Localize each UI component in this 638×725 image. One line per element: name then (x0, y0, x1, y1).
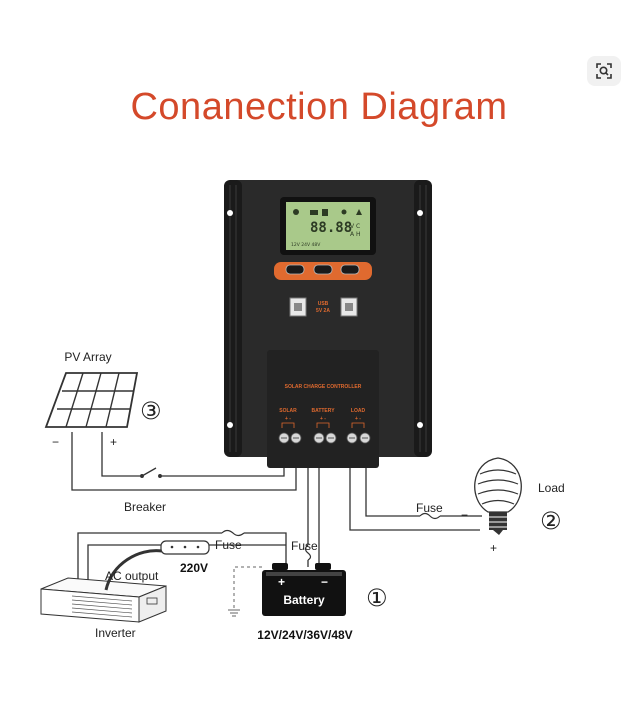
terminal-load-sign: + - (355, 416, 361, 422)
pv-plus-sign: + (110, 435, 117, 449)
fuse-battery-label: Fuse (291, 539, 318, 553)
visual-search-button[interactable] (587, 56, 621, 86)
terminal-battery-sign: + - (320, 416, 326, 422)
mount-hole-tr (417, 210, 423, 216)
battery (262, 563, 346, 616)
inverter-label: Inverter (95, 626, 136, 640)
load-label: Load (538, 481, 565, 495)
pv-array-label: PV Array (64, 350, 111, 364)
pv-minus-sign: − (52, 435, 59, 449)
pv-panel (44, 372, 139, 428)
breaker-label: Breaker (124, 500, 166, 514)
menu-button[interactable] (285, 264, 305, 275)
fuse-inverter-symbol (221, 529, 245, 537)
lcd-units-bottom: A H (350, 231, 361, 238)
ground-symbol (228, 609, 240, 617)
mount-hole-br (417, 422, 423, 428)
pv-number: ③ (140, 397, 162, 425)
lcd-digits: 88.88 (310, 220, 352, 236)
load-bulb (474, 457, 522, 535)
ac-cable (104, 549, 163, 591)
usb-label: USB (318, 301, 329, 307)
fuse-battery-symbol (304, 544, 312, 561)
inverter-box (40, 577, 167, 623)
load-minus-sign: − (461, 508, 468, 522)
up-button[interactable] (313, 264, 333, 275)
terminal-load-label: LOAD (351, 408, 366, 414)
ac-output-label: AC output (105, 569, 159, 583)
battery-plus-sign: + (278, 575, 285, 589)
lcd-voltages: 12V 24V 48V (291, 242, 321, 248)
battery-minus-sign: − (321, 575, 328, 589)
fuse-load-symbol (419, 512, 441, 520)
load-plus-sign: + (490, 541, 497, 555)
usb-rating: 5V 2A (316, 308, 330, 314)
charge-controller: 88.88 V C A H 12V 24V 48V USB 5V 2A SOLA… (224, 180, 432, 468)
terminal-solar-label: SOLAR (279, 408, 297, 414)
breaker-switch (140, 467, 162, 478)
terminal-battery-label: BATTERY (311, 408, 335, 414)
terminal-solar-sign: + - (285, 416, 291, 422)
down-button[interactable] (340, 264, 360, 275)
lcd-icons (293, 209, 362, 216)
page-title: Conanection Diagram (130, 86, 508, 128)
mount-hole-bl (227, 422, 233, 428)
battery-voltages: 12V/24V/36V/48V (257, 628, 352, 642)
controller-heatsink-right (414, 180, 432, 457)
lcd-units-top: V C (350, 223, 360, 230)
power-strip (160, 540, 210, 555)
controller-heatsink-left (224, 180, 242, 457)
ground-wire (233, 566, 262, 610)
battery-label: Battery (283, 593, 325, 607)
fuse-load-label: Fuse (416, 501, 443, 515)
battery-number: ① (366, 584, 388, 612)
v220-label: 220V (180, 561, 208, 575)
load-number: ② (540, 507, 562, 535)
panel-title: SOLAR CHARGE CONTROLLER (285, 384, 362, 390)
fuse-inverter-label: Fuse (215, 538, 242, 552)
mount-hole-tl (227, 210, 233, 216)
visual-search-icon (596, 63, 612, 79)
